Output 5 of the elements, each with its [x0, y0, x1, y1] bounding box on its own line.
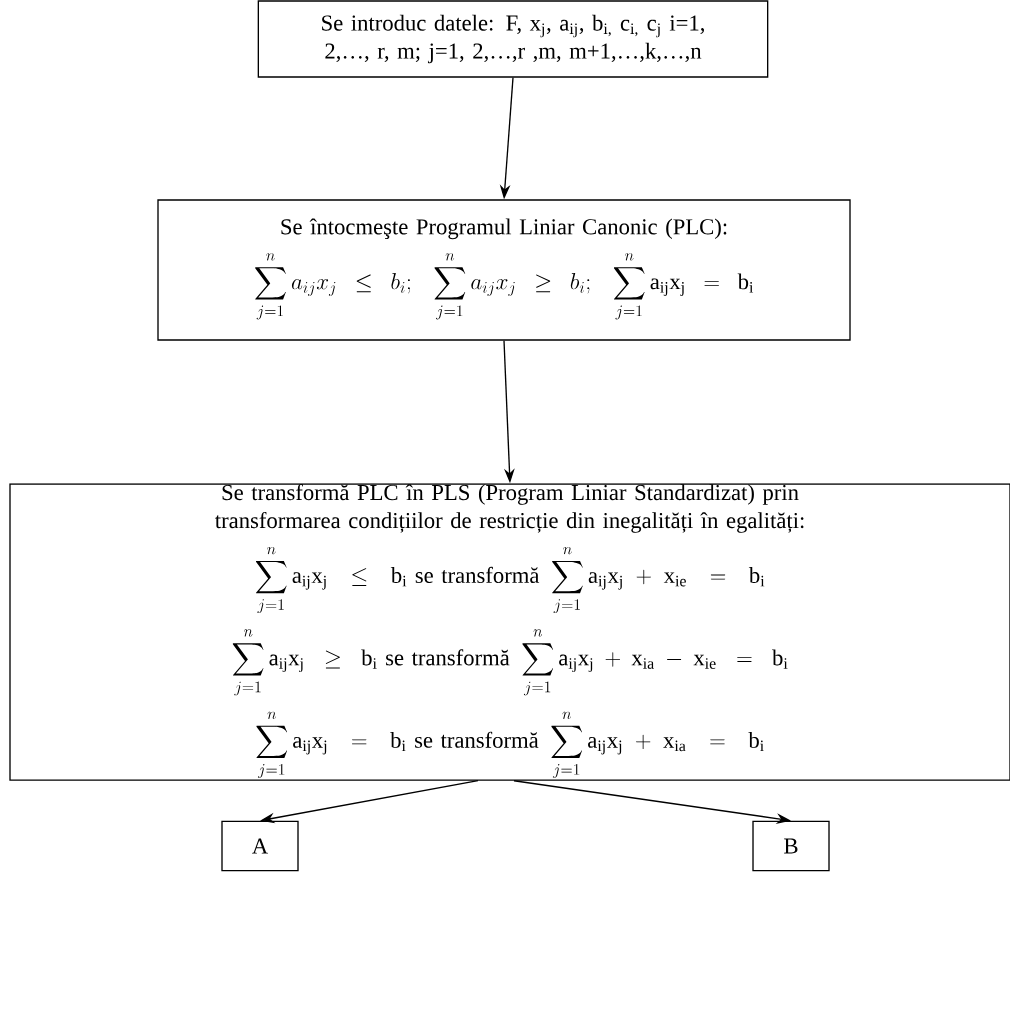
label-box: A [221, 820, 299, 872]
box-node: Se introduc datele: F, x$_{j}$, a$_{ij}$, b$_{i,}$ c$_{i,}$ c$_{j}$ i=1, 2,…, r, m; j=1, 2,…,r ,m, m+1,…,k,…,n [257, 0, 769, 78]
box-node: Se întocmeşte Programul Liniar Canonic (PLC): $\sum_{j=1}^{n}a_{ij}x_{j}\leq b_{i};\;\sum_{j=1}^{n}a_{ij}x_{j}\geq b_{i};\;\sum_{j=1}^{n}\mathrm{a}_{\mathrm{ij}}\mathrm{x}_{\mathrm{j}}=\mathrm{b}_{\mathrm{i}}$ [157, 199, 851, 341]
box-node: Se transformă PLC în PLS (Program Liniar Standardizat) prin transformarea condițiilor de restricție din inegalități în egalități: $\sum_{j=1}^{n}\mathrm{a}_{\mathrm{ij}}\mathrm{x}_{\mathrm{j}}\leq\mathrm{b}_{\mathrm{i}}\text{ se transformă }\sum_{j=1}^{n}\mathrm{a}_{\mathrm{ij}}\mathrm{x}_{\mathrm{j}}+\mathrm{x}_{\mathrm{ie}}=\mathrm{b}_{\mathrm{i}}$ $\sum_{j=1}^{n}\mathrm{a}_{\mathrm{ij}}\mathrm{x}_{\mathrm{j}}\geq\mathrm{b}_{\mathrm{i}}\text{ se transformă }\sum_{j=1}^{n}\mathrm{a}_{\mathrm{ij}}\mathrm{x}_{\mathrm{j}}+\mathrm{x}_{\mathrm{ia}}-\mathrm{x}_{\mathrm{ie}}=\mathrm{b}_{\mathrm{i}}$ $\sum_{j=1}^{n}\mathrm{a}_{\mathrm{ij}}\mathrm{x}_{\mathrm{j}}=\mathrm{b}_{\mathrm{i}}\text{ se transformă }\sum_{j=1}^{n}\mathrm{a}_{\mathrm{ij}}\mathrm{x}_{\mathrm{j}}+\mathrm{x}_{\mathrm{ia}}=\mathrm{b}_{\mathrm{i}}$ [9, 483, 1010, 781]
label-box: B [752, 820, 830, 872]
